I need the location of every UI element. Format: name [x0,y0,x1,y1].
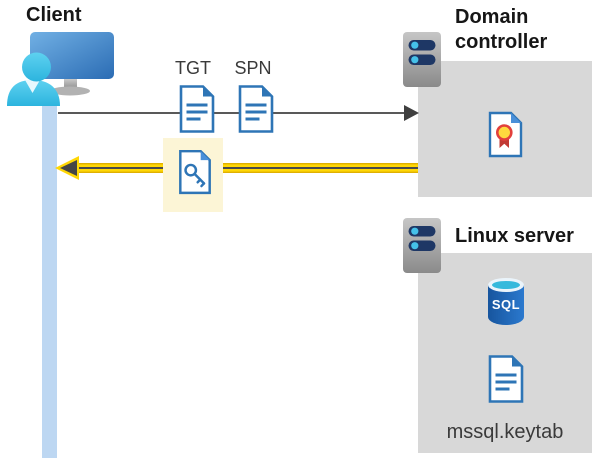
sql-database-icon: SQL [488,278,524,331]
certificate-icon [488,111,523,158]
linux-server-title: Linux server [455,225,574,247]
tgt-document-icon [179,85,215,133]
linux-server-server-icon [403,218,441,273]
spn-label: SPN [234,58,272,78]
response-arrow-core [76,167,418,169]
sql-icon-label: SQL [491,297,521,312]
sql-cylinder-top [488,278,524,292]
key-ticket-icon [179,149,211,195]
client-title: Client [26,4,82,26]
request-arrow-head-icon [404,105,419,121]
tgt-label: TGT [175,58,211,78]
domain-controller-title: Domain controller [455,6,548,53]
domain-controller-server-icon [403,32,441,87]
client-timeline [42,92,57,458]
keytab-document-icon [488,355,524,403]
request-arrow-line [58,112,405,114]
client-icon [7,32,114,106]
response-arrow-line [76,163,418,173]
sql-cylinder-top-inner [492,281,520,289]
spn-document-icon [238,85,274,133]
keytab-label: mssql.keytab [446,421,564,443]
response-arrow-head-icon [60,160,77,176]
